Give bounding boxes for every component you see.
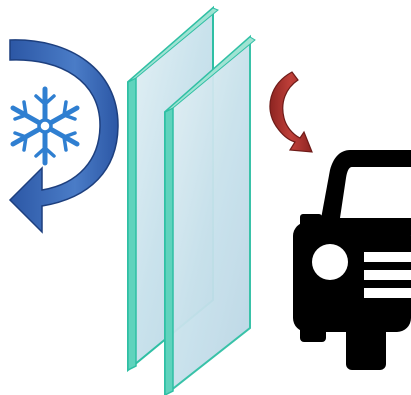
heat-arrow-icon	[270, 72, 312, 152]
car-icon	[293, 150, 411, 370]
snowflake-icon	[13, 89, 77, 163]
